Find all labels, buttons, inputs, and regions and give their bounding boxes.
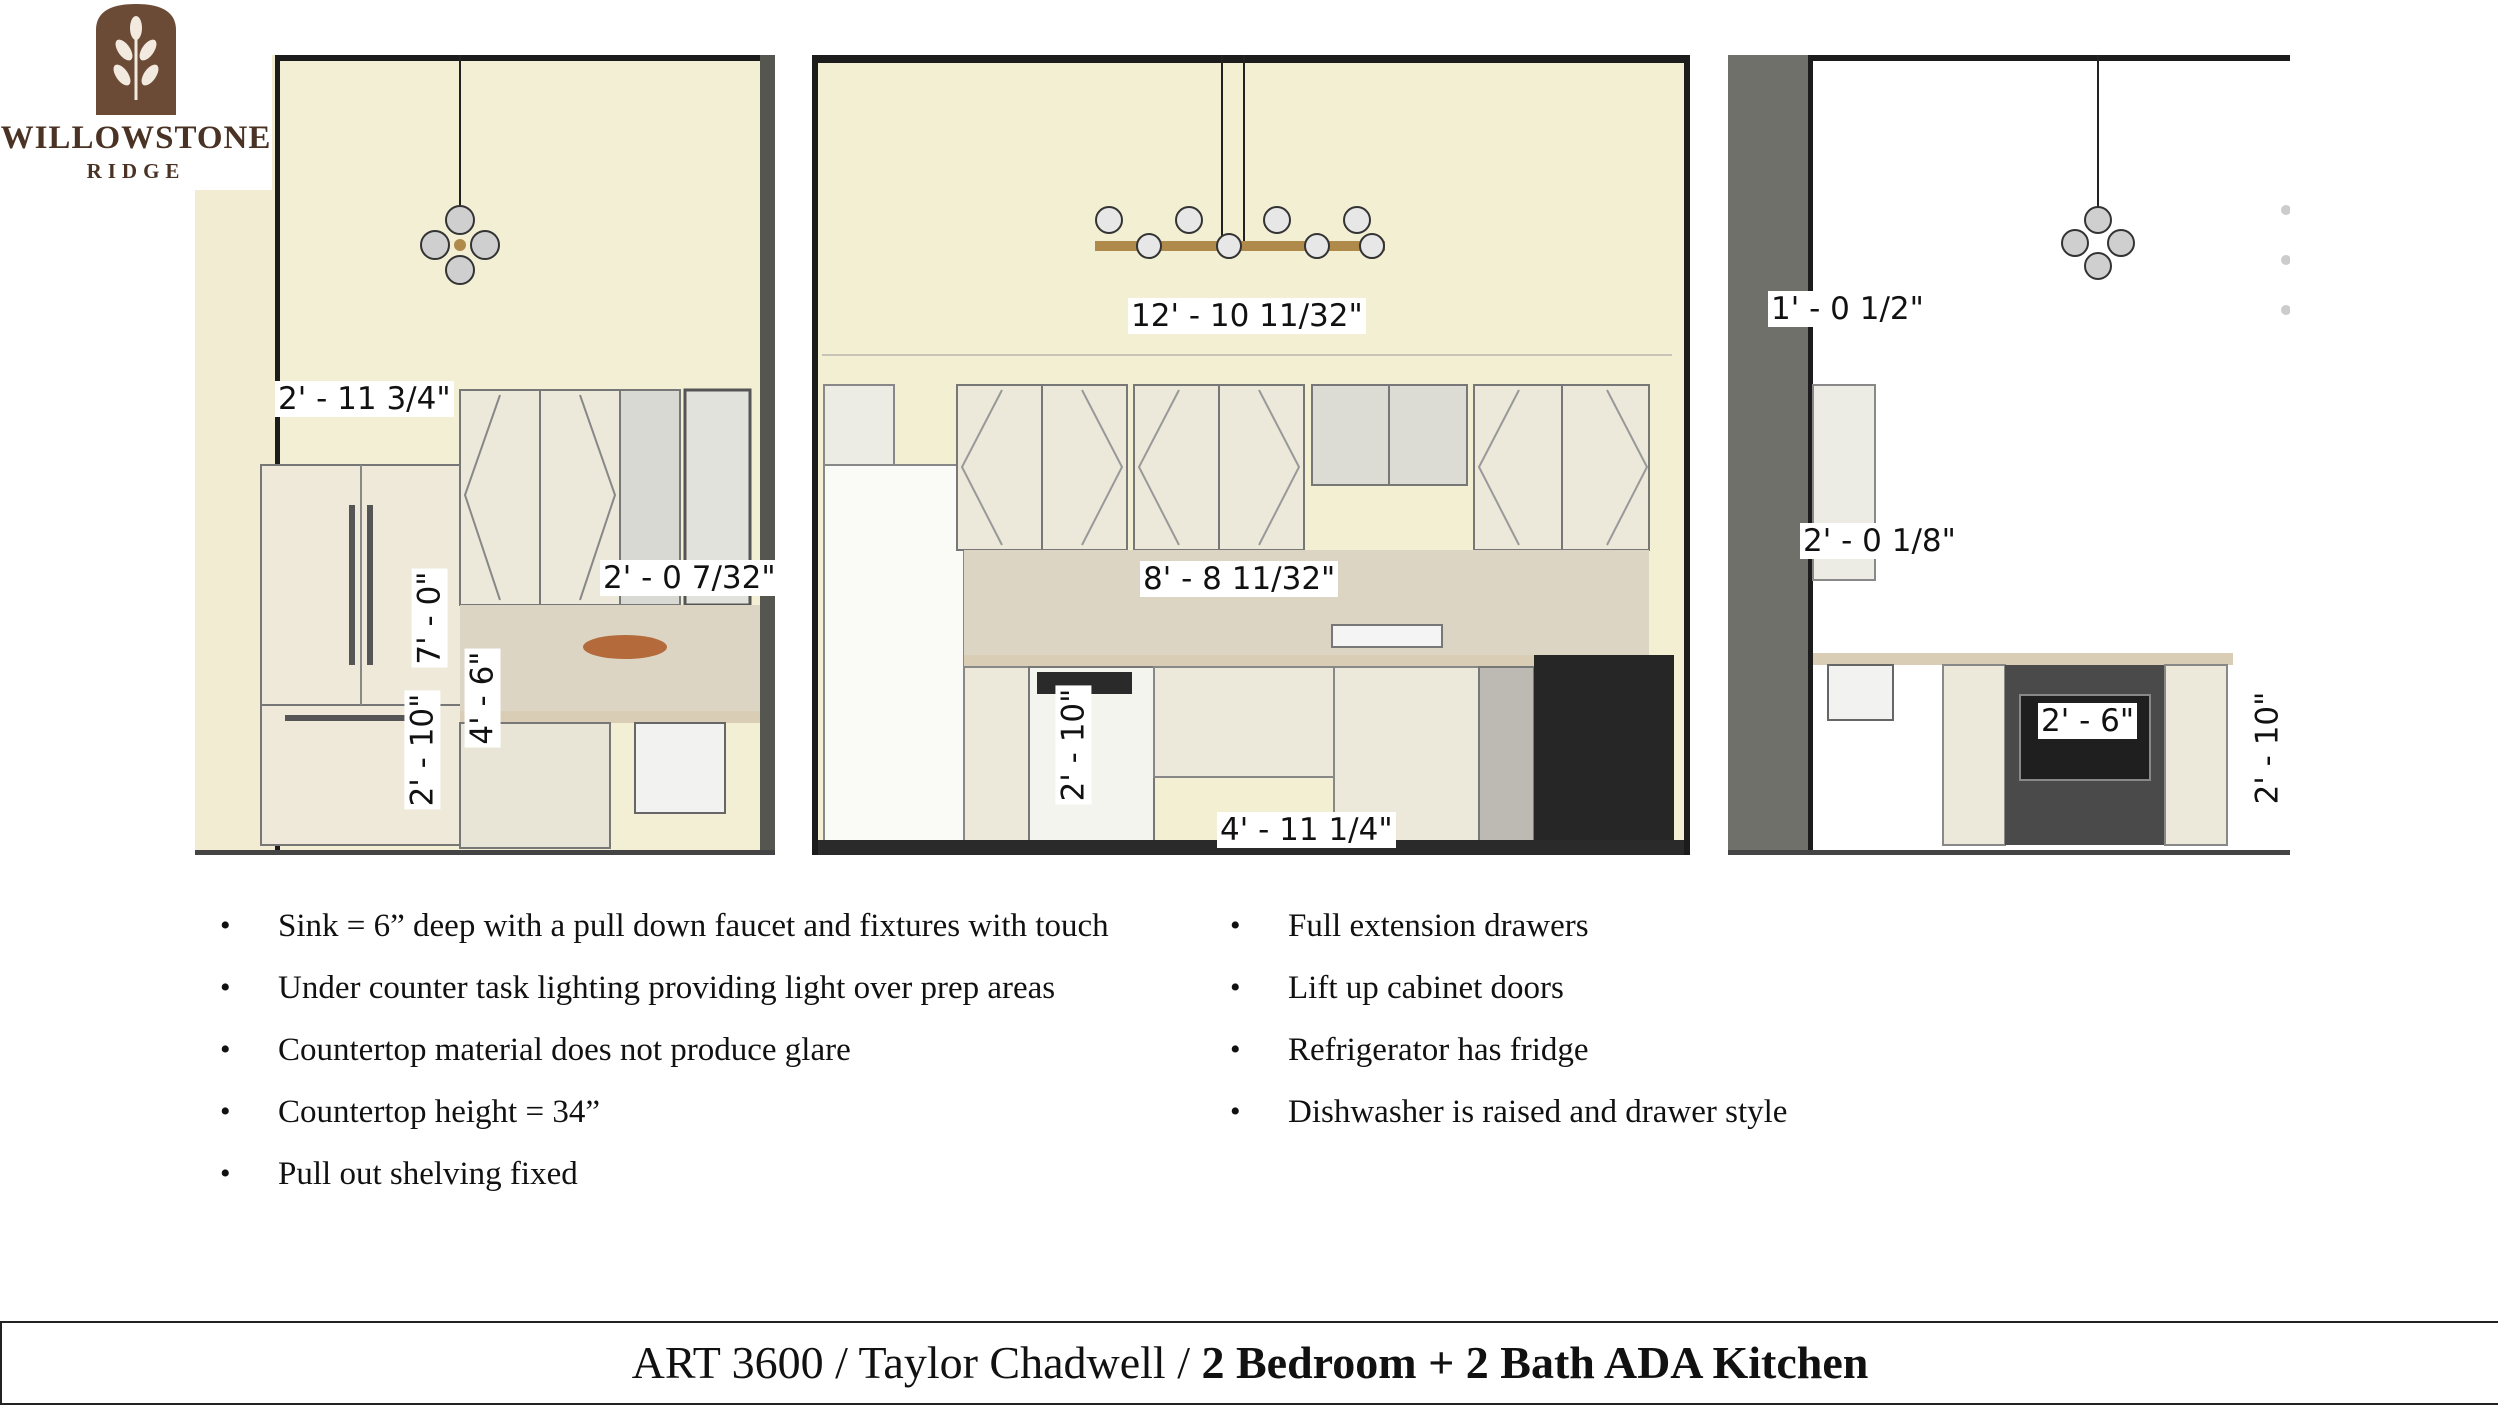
dim-tall-height: 7' - 0" <box>411 568 448 668</box>
dim-counter-depth: 2' - 0 1/8" <box>1800 523 1959 559</box>
right-elevation-drawing <box>1728 55 2290 855</box>
dim-toe-width: 4' - 11 1/4" <box>1217 812 1396 848</box>
center-elevation-drawing <box>812 55 1690 855</box>
logo: WILLOWSTONE RIDGE <box>0 0 272 190</box>
notes-right: •Full extension drawers •Lift up cabinet… <box>1230 895 2030 1143</box>
note-item: •Dishwasher is raised and drawer style <box>1230 1094 1788 1130</box>
right-elevation: 1' - 0 1/2" 2' - 0 1/8" 2' - 6" 2' - 10" <box>1728 55 2290 855</box>
logo-name-line2: RIDGE <box>86 159 186 183</box>
note-item: •Full extension drawers <box>1230 908 1589 944</box>
footer-prefix: ART 3600 / Taylor Chadwell / <box>631 1337 1202 1388</box>
chandelier-icon <box>1095 206 1385 259</box>
footer-title-bar: ART 3600 / Taylor Chadwell / 2 Bedroom +… <box>0 1321 2498 1405</box>
logo-name-line1: WILLOWSTONE <box>0 120 272 156</box>
left-elevation-drawing <box>195 55 775 855</box>
pendant-light-icon <box>420 205 500 285</box>
note-item: •Sink = 6” deep with a pull down faucet … <box>220 908 1109 944</box>
dim-upper-width: 2' - 11 3/4" <box>275 381 454 417</box>
footer-bold: 2 Bedroom + 2 Bath ADA Kitchen <box>1201 1337 1869 1388</box>
dim-base-height: 2' - 10" <box>1055 685 1092 805</box>
dim-backsplash-width: 8' - 8 11/32" <box>1140 561 1339 597</box>
dim-base-height: 2' - 10" <box>404 690 441 810</box>
note-item: •Countertop material does not produce gl… <box>220 1032 851 1068</box>
dim-base-height: 2' - 10" <box>2249 688 2286 808</box>
dim-oven-width: 2' - 6" <box>2038 703 2138 739</box>
note-item: •Under counter task lighting providing l… <box>220 970 1056 1006</box>
dim-counter-height: 4' - 6" <box>464 648 501 748</box>
dim-overall-width: 12' - 10 11/32" <box>1128 298 1366 334</box>
center-elevation: 12' - 10 11/32" 8' - 8 11/32" 2' - 10" 4… <box>812 55 1690 855</box>
footer-title: ART 3600 / Taylor Chadwell / 2 Bedroom +… <box>2 1323 2498 1403</box>
upper-cabinets <box>956 384 1650 551</box>
leaf-arch-icon <box>96 4 176 115</box>
notes-left: •Sink = 6” deep with a pull down faucet … <box>220 895 1220 1205</box>
note-item: •Lift up cabinet doors <box>1230 970 1564 1006</box>
pendant-light-icon <box>2061 206 2135 280</box>
dim-top-offset: 1' - 0 1/2" <box>1768 291 1927 327</box>
dim-counter-gap: 2' - 0 7/32" <box>600 560 775 596</box>
note-item: •Countertop height = 34” <box>220 1094 600 1130</box>
note-item: •Pull out shelving fixed <box>220 1156 578 1192</box>
note-item: •Refrigerator has fridge <box>1230 1032 1589 1068</box>
left-elevation: 2' - 11 3/4" 2' - 0 7/32" 7' - 0" 4' - 6… <box>195 55 775 855</box>
